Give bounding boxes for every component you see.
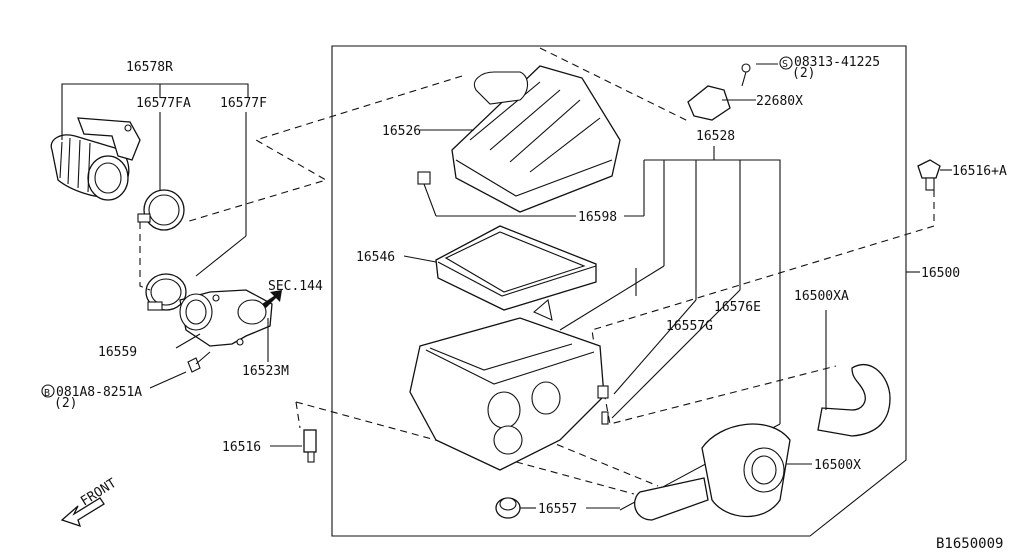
callout-16546: 16546 <box>356 250 395 265</box>
callout-08313-41225: 08313-41225 <box>794 55 880 70</box>
callout-16528: 16528 <box>696 129 735 144</box>
grommet-16516 <box>303 429 317 463</box>
callout-16500X: 16500X <box>814 458 861 473</box>
resonator-16500X <box>634 423 791 521</box>
assembly-frame <box>331 45 907 537</box>
callout-16500: 16500 <box>921 266 960 281</box>
hose-16500XA <box>817 363 891 437</box>
bolt-081A8 <box>187 351 211 373</box>
callout-16523M: 16523M <box>242 364 289 379</box>
air-duct-16578R <box>50 117 141 201</box>
adapter-16523M <box>179 289 273 347</box>
clamp-16577FA <box>137 189 185 231</box>
sec-144-arrow <box>262 290 282 308</box>
callout-08313-qty: (2) <box>792 66 815 81</box>
callout-16526: 16526 <box>382 124 421 139</box>
callout-081A8-qty: (2) <box>54 396 77 411</box>
screw-prefix: S <box>782 59 788 70</box>
upper-cover-16526 <box>417 65 621 213</box>
callout-16516: 16516 <box>222 440 261 455</box>
diagram-id: B1650009 <box>936 536 1003 552</box>
callout-16557G: 16557G <box>666 319 713 334</box>
bolt-prefix-circle <box>41 384 55 398</box>
bolt-16576E <box>601 411 609 425</box>
clamp-16577F <box>145 273 187 311</box>
grommet-16557 <box>495 497 521 519</box>
callout-16500XA: 16500XA <box>794 289 849 304</box>
callout-16559: 16559 <box>98 345 137 360</box>
callout-22680X: 22680X <box>756 94 803 109</box>
callout-16577FA: 16577FA <box>136 96 191 111</box>
screw-prefix-circle <box>779 56 793 70</box>
callout-16578R: 16578R <box>126 60 173 75</box>
sensor-22680X <box>687 63 751 121</box>
bolt-16516A <box>917 159 941 191</box>
front-arrow <box>60 497 105 528</box>
callout-16557: 16557 <box>538 502 577 517</box>
bolt-prefix: B <box>44 388 50 399</box>
callout-16516-A: 16516+A <box>952 164 1007 179</box>
callout-16598: 16598 <box>578 210 617 225</box>
callout-16576E: 16576E <box>714 300 761 315</box>
grommet-16557G <box>597 385 609 399</box>
callout-16577F: 16577F <box>220 96 267 111</box>
filter-element-16546 <box>435 225 597 311</box>
lower-case <box>409 298 605 471</box>
callout-081A8-8251A: 081A8-8251A <box>56 385 142 400</box>
